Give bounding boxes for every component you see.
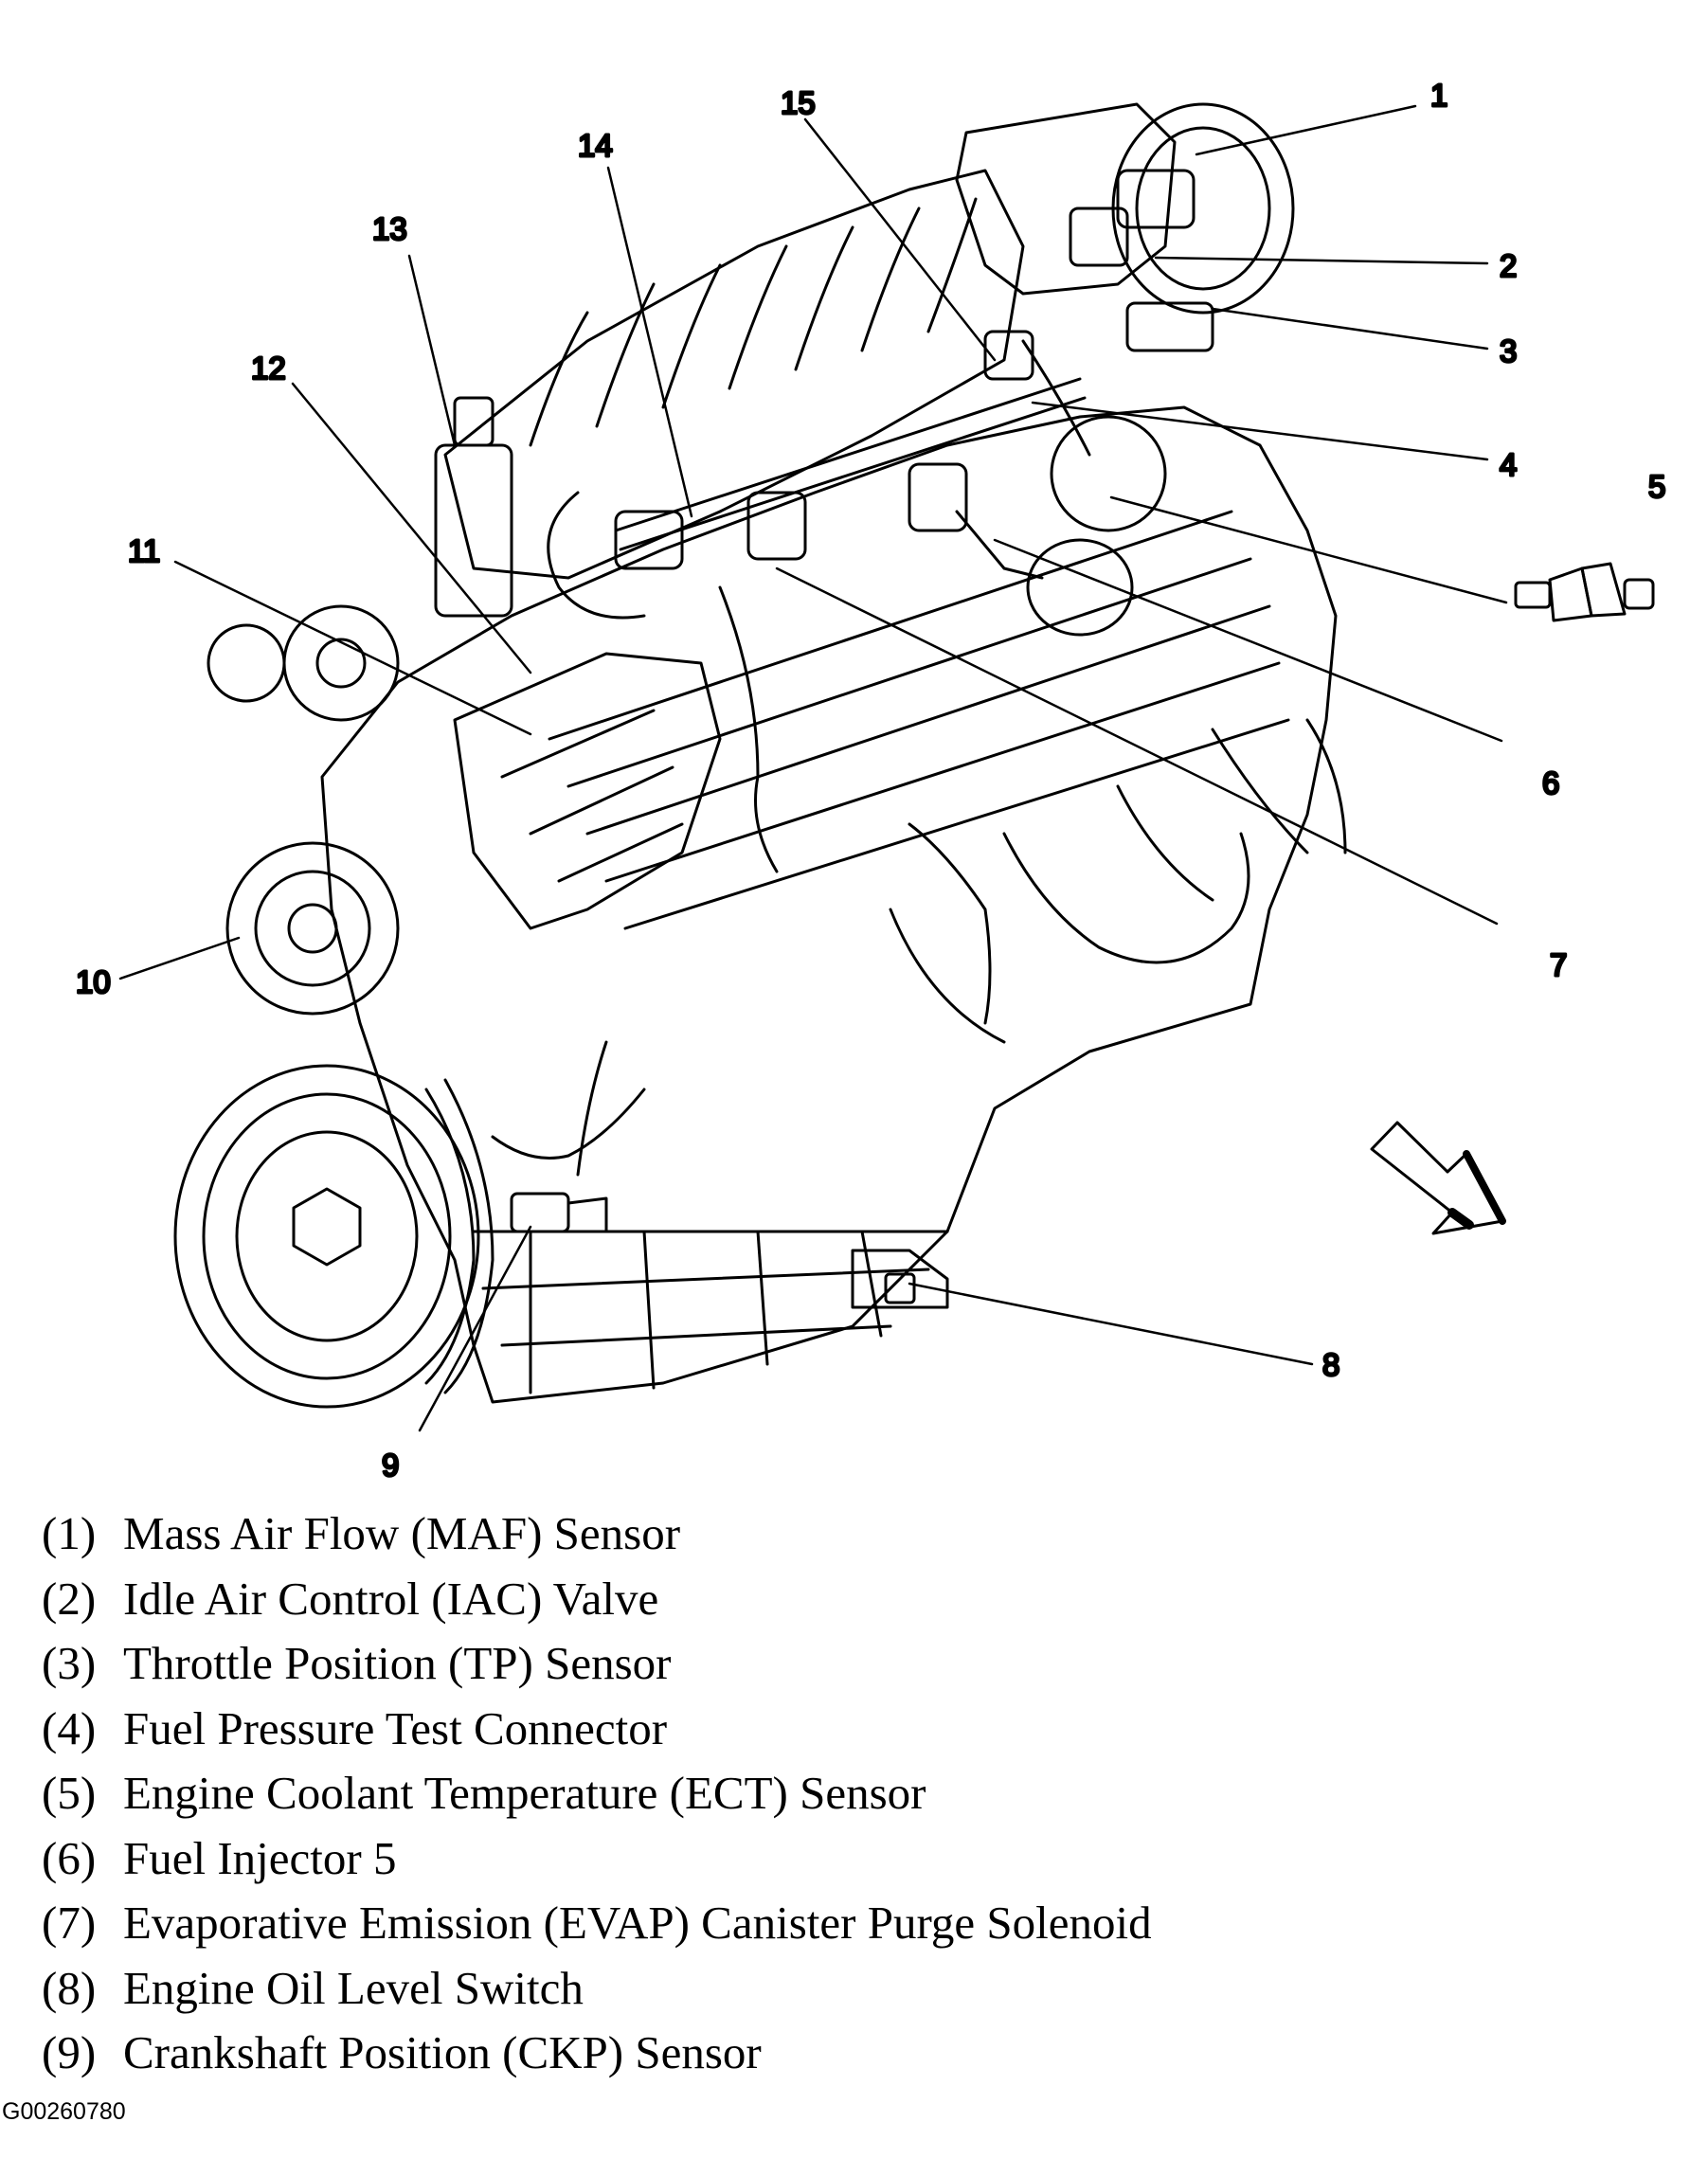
legend-number: (5) [42,1767,97,1819]
callout-4: 4 [1500,447,1517,482]
legend-text: Crankshaft Position (CKP) Sensor [123,2026,762,2078]
ect-sensor-drawing [1514,562,1655,622]
callout-5: 5 [1648,469,1665,504]
legend-item: (2) Idle Air Control (IAC) Valve [42,1567,1152,1632]
parts-legend: (1) Mass Air Flow (MAF) Sensor (2) Idle Ai… [42,1502,1152,2086]
legend-number: (1) [42,1507,97,1559]
ckp-sensor-drawing [510,1192,608,1233]
callout-6: 6 [1542,765,1559,800]
legend-number: (6) [42,1831,97,1884]
callout-10: 10 [76,964,111,999]
callout-11: 11 [128,533,160,568]
legend-text: Fuel Injector 5 [123,1831,397,1884]
callout-8: 8 [1322,1347,1339,1382]
legend-item: (4) Fuel Pressure Test Connector [42,1697,1152,1762]
crankshaft-pulley-drawing [173,1064,494,1409]
legend-item: (3) Throttle Position (TP) Sensor [42,1631,1152,1697]
legend-text: Fuel Pressure Test Connector [123,1701,668,1754]
legend-text: Throttle Position (TP) Sensor [123,1637,672,1689]
callout-7: 7 [1550,947,1567,982]
legend-number: (7) [42,1897,97,1949]
callout-12: 12 [251,351,286,386]
legend-text: Mass Air Flow (MAF) Sensor [123,1507,681,1559]
callout-14: 14 [578,128,613,163]
legend-item: (6) Fuel Injector 5 [42,1826,1152,1892]
legend-number: (3) [42,1637,97,1689]
legend-text: Engine Oil Level Switch [123,1961,584,2014]
ignition-module-drawing [434,396,722,930]
legend-item: (9) Crankshaft Position (CKP) Sensor [42,2021,1152,2086]
throttle-body-drawing [955,102,1295,637]
engine-illustration: 1 2 3 4 5 6 7 8 9 10 11 12 13 14 15 [75,77,1667,1484]
oil-level-switch-drawing [851,1249,949,1309]
legend-number: (2) [42,1572,97,1625]
leader-lines [118,104,1508,1432]
callout-9: 9 [382,1448,399,1483]
front-direction-arrow [1370,1121,1506,1235]
legend-item: (5) Engine Coolant Temperature (ECT) Sens… [42,1761,1152,1826]
legend-number: (4) [42,1701,97,1754]
callout-13: 13 [372,211,407,246]
callout-numbers: 1 2 3 4 5 6 7 8 9 10 11 12 13 14 15 [75,77,1667,1484]
legend-item: (1) Mass Air Flow (MAF) Sensor [42,1502,1152,1567]
intake-manifold-drawing [443,169,1309,1044]
callout-1: 1 [1430,78,1447,113]
legend-text: Engine Coolant Temperature (ECT) Sensor [123,1767,926,1819]
legend-number: (9) [42,2026,97,2078]
legend-item: (8) Engine Oil Level Switch [42,1956,1152,2022]
legend-item: (7) Evaporative Emission (EVAP) Canister … [42,1891,1152,1956]
accessory-pulleys-drawing [207,604,400,1016]
legend-text: Evaporative Emission (EVAP) Canister Pur… [123,1897,1152,1949]
legend-number: (8) [42,1961,97,2014]
figure-code: G00260780 [2,2098,126,2125]
wiring-harness-drawing [491,491,1347,1177]
callout-3: 3 [1500,333,1517,369]
callout-15: 15 [781,85,816,120]
callout-2: 2 [1500,248,1517,283]
fuel-rail-drawing [614,330,1087,580]
legend-text: Idle Air Control (IAC) Valve [123,1572,659,1625]
